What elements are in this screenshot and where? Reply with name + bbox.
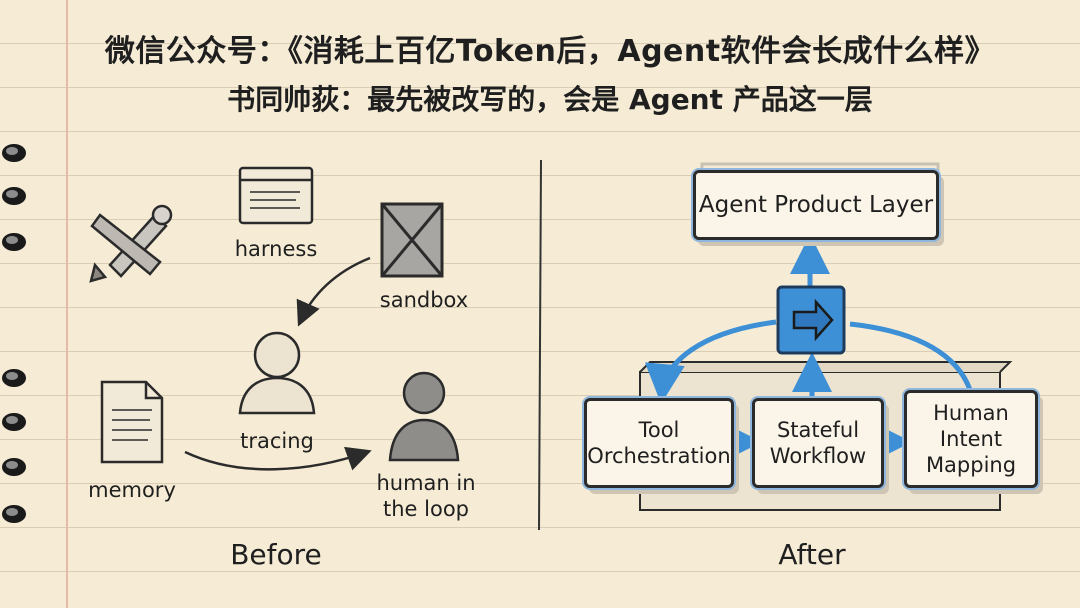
- tracing-label: tracing: [240, 429, 314, 453]
- harness-window-icon: [238, 166, 314, 225]
- center-divider: [538, 159, 542, 531]
- agent-product-layer-box: Agent Product Layer: [693, 170, 939, 240]
- human-intent-mapping-box: Human Intent Mapping: [904, 390, 1038, 488]
- memory-to-human-arrow: [184, 446, 372, 471]
- sandbox-label: sandbox: [379, 288, 469, 312]
- tool-orchestration-line1: Tool: [638, 418, 680, 442]
- human-intent-mapping-line3: Mapping: [925, 453, 1017, 477]
- tool-orchestration-box: Tool Orchestration: [584, 398, 734, 488]
- memory-label: memory: [88, 478, 176, 502]
- human-in-loop-label-line2: the loop: [383, 497, 469, 521]
- human-in-loop-person-icon: [388, 371, 460, 462]
- sandbox-to-tracing-arrow: [296, 256, 371, 327]
- tool-orchestration-line2: Orchestration: [587, 444, 731, 468]
- before-heading: Before: [230, 538, 322, 571]
- core-to-tool-arrow: [644, 319, 777, 404]
- stateful-workflow-line1: Stateful: [776, 418, 860, 442]
- human-to-core-arrow: [849, 321, 973, 391]
- notebook-margin-line: [66, 0, 68, 608]
- memory-document-icon: [100, 380, 164, 464]
- sandbox-box-icon: [380, 202, 444, 278]
- human-in-loop-label: human in the loop: [370, 470, 482, 522]
- tools-icon: [89, 204, 173, 283]
- stateful-workflow-box: Stateful Workflow: [752, 398, 884, 488]
- tracing-person-icon: [238, 331, 316, 415]
- core-arrow-icon: [776, 285, 846, 355]
- page-subtitle: 书同帅荻：最先被改写的，会是 Agent 产品这一层: [227, 83, 873, 116]
- human-intent-mapping-line1: Human: [933, 401, 1009, 425]
- stateful-workflow-line2: Workflow: [769, 444, 867, 468]
- page-title: 微信公众号：《消耗上百亿Token后，Agent软件会长成什么样》: [104, 34, 996, 69]
- human-intent-mapping-line2: Intent: [939, 427, 1003, 451]
- harness-label: harness: [234, 237, 318, 261]
- spiral-binding: [2, 144, 26, 523]
- human-in-loop-label-line1: human in: [376, 471, 476, 495]
- after-heading: After: [778, 538, 846, 571]
